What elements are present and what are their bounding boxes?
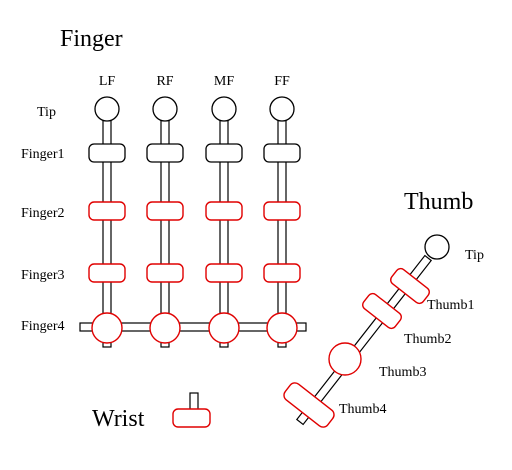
thumb-chain [283, 234, 450, 428]
thumb1-joint [390, 267, 430, 305]
finger-rf [146, 96, 184, 348]
finger3-joint [146, 263, 184, 283]
fingertip-marker [94, 96, 120, 122]
thumb-rod [295, 254, 433, 426]
column-label-mf: MF [214, 74, 234, 89]
finger1-joint [263, 143, 301, 163]
thumb-label-thumb4: Thumb4 [339, 402, 386, 417]
fingertip-marker [152, 96, 178, 122]
finger4-joint [91, 312, 123, 344]
thumb-label-tip: Tip [465, 248, 484, 263]
finger-section-title: Finger [60, 26, 123, 52]
row-label-tip: Tip [37, 105, 56, 120]
finger2-joint [146, 201, 184, 221]
finger4-joint [208, 312, 240, 344]
finger4-joint [266, 312, 298, 344]
finger4-joint [149, 312, 181, 344]
finger2-joint [263, 201, 301, 221]
column-label-rf: RF [156, 74, 173, 89]
row-label-finger3: Finger3 [21, 268, 65, 283]
thumb-section-title: Thumb [404, 189, 473, 215]
palm-bar [79, 322, 307, 332]
finger2-joint [88, 201, 126, 221]
finger3-joint [88, 263, 126, 283]
finger-ff [263, 96, 301, 348]
row-label-finger4: Finger4 [21, 319, 65, 334]
fingertip-marker [269, 96, 295, 122]
thumb-label-thumb2: Thumb2 [404, 332, 451, 347]
wrist-section-title: Wrist [92, 406, 145, 432]
row-label-finger1: Finger1 [21, 147, 65, 162]
finger1-joint [146, 143, 184, 163]
finger3-joint [205, 263, 243, 283]
thumb2-joint [362, 292, 402, 330]
column-label-ff: FF [274, 74, 290, 89]
thumb-label-thumb1: Thumb1 [427, 298, 474, 313]
wrist-joint-group [172, 392, 211, 428]
finger-mf [205, 96, 243, 348]
wrist-joint [172, 408, 211, 428]
thumb-label-thumb3: Thumb3 [379, 365, 426, 380]
column-label-lf: LF [99, 74, 116, 89]
thumb4-joint [283, 382, 335, 428]
finger3-joint [263, 263, 301, 283]
finger1-joint [88, 143, 126, 163]
finger2-joint [205, 201, 243, 221]
finger-lf [88, 96, 126, 348]
finger1-joint [205, 143, 243, 163]
fingertip-marker [211, 96, 237, 122]
thumb-tip-marker [424, 234, 450, 260]
thumb3-joint [328, 342, 362, 376]
row-label-finger2: Finger2 [21, 206, 65, 221]
